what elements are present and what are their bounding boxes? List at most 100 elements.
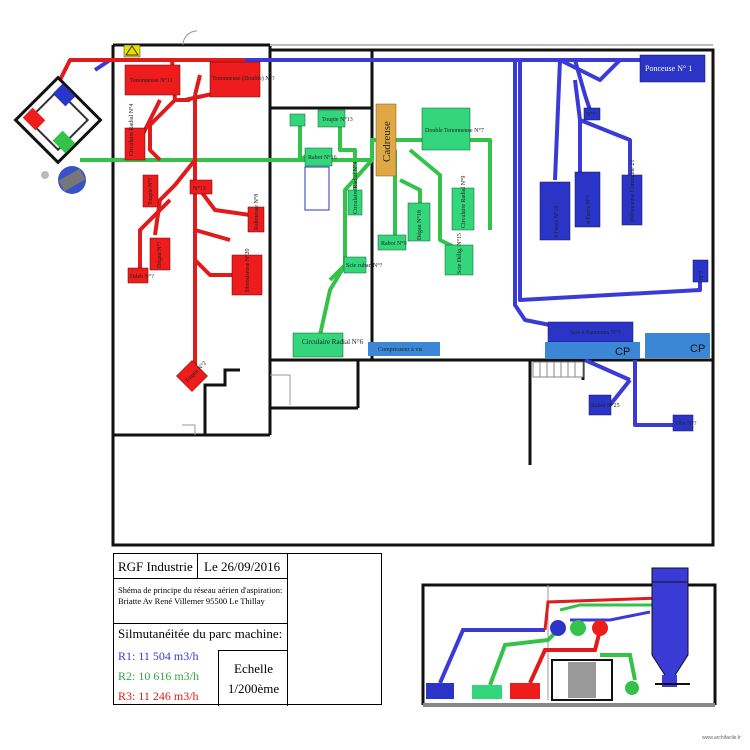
label-right-small: N°?: [698, 270, 705, 280]
label-toupie: Toupie N°?: [147, 177, 154, 205]
machine-small-blue: [583, 107, 601, 121]
stairs: [532, 361, 584, 378]
label-compresseur: Compresseur à vis: [378, 347, 423, 353]
machine-scie-deligneuse: [444, 244, 474, 276]
drawing-date: Le 26/09/2016: [198, 554, 288, 579]
label-tenonneuse-11: Tenonneuse N°11: [130, 77, 173, 84]
machine-cadreuse: [375, 103, 397, 177]
machine-scie-ruban: [343, 256, 367, 274]
label-small-blue: N°?: [586, 111, 596, 118]
elevation-blue-machine: [426, 683, 454, 699]
label-mortaiseuse: Mortaiseuse N°20: [244, 248, 251, 292]
machine-rabot-25: [588, 394, 612, 416]
side-elevation: www.archifacile.fr: [421, 567, 741, 741]
label-tenonneuse-double: Tenonneuse (Double) N°?: [212, 75, 275, 82]
machine-small-green: [289, 113, 306, 127]
cp-units: [545, 333, 710, 359]
machine-tete: [672, 414, 694, 432]
machine-rabot-9: [377, 234, 407, 251]
machine-circulaire-radial-9: [451, 187, 475, 231]
label-4-faces-18: 4 Faces N°18: [553, 206, 560, 238]
label-circulaire-radial-b: Circulaire Radial N°4: [352, 162, 359, 214]
machine-circulaire-radial-4: [124, 127, 146, 161]
machines-r1: [539, 54, 709, 432]
label-circulaire-radial-6: Circulaire Radial N°6: [302, 338, 364, 346]
machine-degau: [149, 237, 171, 271]
label-tete: Tête N°?: [675, 420, 697, 427]
machine-toupie-a: [142, 174, 159, 208]
machine-4-faces-18: [539, 181, 571, 241]
label-4-faces-b: 4 Faces N°?: [585, 195, 592, 224]
company-name: RGF Industrie: [114, 554, 198, 579]
elevation-fan-green-low: [625, 681, 639, 695]
credit: www.archifacile.fr: [702, 735, 741, 741]
elevation-red-machine: [510, 683, 540, 699]
label-cadreuse: Cadreuse: [381, 121, 393, 162]
display-frame: [304, 166, 330, 211]
machine-toupie-2: [176, 360, 208, 392]
simultaneity-r2: R2: 10 616 m3/h: [118, 669, 200, 683]
cp-unit-1: [545, 342, 640, 359]
machine-rabot-16: [304, 147, 333, 167]
label-degau-18: Dégau N°18: [416, 210, 423, 240]
label-circulaire-radial-4: Circulaire Radial N°4: [128, 104, 135, 156]
cp-unit-2: [645, 333, 710, 358]
simultaneity-title: Silmutanéitée du parc machine:: [118, 626, 283, 641]
label-degau: Dégau N°?: [156, 241, 163, 268]
label-double-tenonneuse-7: Double Tenonneuse N°7: [425, 127, 484, 134]
machine-raboteuse: [247, 206, 265, 233]
machine-labels: Tenonneuse N°11 Tenonneuse (Double) N°? …: [128, 64, 705, 427]
elevation-grey-box: [568, 662, 596, 698]
elevation-compressor-box: [551, 659, 613, 701]
machine-right-small: [692, 259, 709, 283]
label-scie-panneaux-3: Scie à Panneaux N°3: [570, 329, 621, 336]
label-toupie-13: Toupie N°13: [322, 116, 353, 123]
label-cp-1: CP: [615, 346, 630, 358]
description-line-1: Shéma de principe du réseau aérien d'asp…: [118, 585, 283, 595]
drawing-description: Shéma de principe du réseau aérien d'asp…: [114, 579, 288, 624]
warning-icon: [123, 44, 141, 58]
description-line-2: Briatte Av René Villemer 95500 Le Thilla…: [118, 596, 265, 606]
machine-ponceuse-1: [639, 54, 706, 83]
label-hdeb: Hdeb N°?: [130, 273, 154, 280]
label-rabot-16: Rabot N°16: [308, 154, 337, 161]
label-rabot-9: Rabot N°9: [381, 240, 407, 247]
title-block: RGF Industrie Le 26/09/2016 Shéma de pri…: [113, 553, 382, 706]
simultaneity-block: Silmutanéitée du parc machine: R1: 11 50…: [114, 624, 288, 706]
machine-degau-18: [407, 202, 431, 242]
scale-value: 1/200ème: [227, 681, 280, 696]
scale-label: Echelle: [234, 661, 273, 676]
machine-small-red: [189, 179, 213, 195]
elevation-fan-blue: [550, 620, 566, 636]
simultaneity-r1: R1: 11 504 m3/h: [118, 649, 199, 663]
label-scie-deligneuse: Scie Délig. N°15: [456, 233, 463, 274]
label-circulaire-radial-9: Circulaire Radial N°9: [460, 176, 467, 228]
machine-circulaire-radial-b: [347, 189, 363, 216]
machine-tenonneuse-11: [124, 64, 181, 96]
label-raboteuse: Raboteuse N°8: [253, 194, 260, 230]
elevation-cyclone-filter: [651, 579, 689, 681]
machine-circulaire-radial-6: [292, 332, 344, 358]
machines-r2: [289, 107, 475, 358]
machine-compresseur: [368, 342, 440, 356]
label-ponceuse-1: Ponceuse N° 1: [645, 64, 692, 73]
machine-defonceuse-21: [621, 174, 643, 226]
machine-toupie-13: [317, 109, 346, 128]
elevation-fan-red: [592, 620, 608, 636]
label-defonceuse-21: Défonceuse Commune 21: [629, 160, 636, 222]
machine-tenonneuse-double: [209, 61, 261, 98]
machine-hdeb: [127, 267, 149, 284]
simultaneity-r3: R3: 11 246 m3/h: [118, 689, 199, 703]
label-rabot-25: Rabot N°25: [591, 402, 620, 409]
aspiration-filter-unit: [13, 75, 103, 194]
machine-4-faces-b: [574, 171, 601, 228]
elevation-green-machine: [472, 685, 502, 699]
scale-block: Echelle 1/200ème: [218, 650, 288, 706]
label-scie-ruban: Scie ruban N°?: [346, 262, 383, 269]
elevation-fan-green: [570, 620, 586, 636]
label-small-red: N°13: [193, 185, 206, 192]
machine-mortaiseuse: [231, 254, 263, 296]
machine-double-tenonneuse-7: [421, 107, 471, 151]
label-cp-2: CP: [690, 343, 705, 355]
